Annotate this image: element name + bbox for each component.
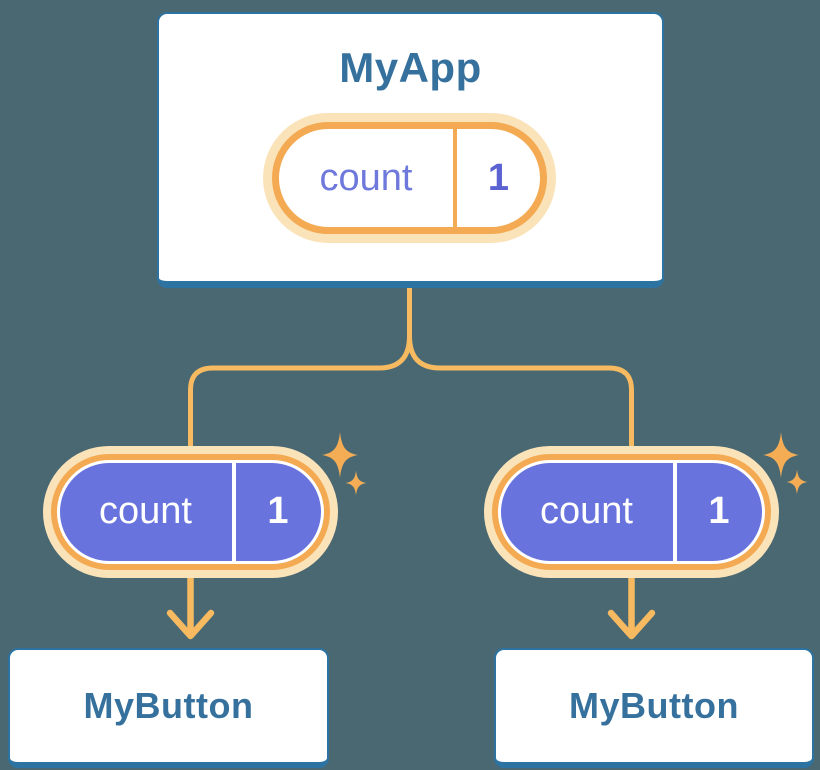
- state-name-label: count: [99, 490, 192, 532]
- state-pill-ring: count 1: [272, 122, 547, 234]
- mybutton-card-right: MyButton: [494, 648, 814, 768]
- mybutton-card-left: MyButton: [8, 648, 329, 768]
- sparkle-icon: [763, 432, 799, 478]
- sparkle-icon: [322, 432, 358, 478]
- myapp-title: MyApp: [339, 44, 482, 91]
- state-pill-child-right: count 1: [484, 446, 779, 578]
- pill-divider: [231, 462, 236, 561]
- state-pill-myapp: count 1: [263, 113, 556, 243]
- sparkle-icon: [786, 469, 808, 495]
- sparkle-icon: [345, 470, 367, 496]
- tree-branch-left: [188, 284, 412, 461]
- state-value-label: 1: [487, 156, 510, 199]
- mybutton-title: MyButton: [569, 685, 739, 726]
- tree-branch-right: [407, 284, 634, 461]
- tree-connector-line: [188, 284, 634, 461]
- state-pill-ring: count 1: [492, 454, 771, 570]
- arrow-down-icon: [166, 609, 215, 640]
- state-name-label: count: [540, 490, 633, 532]
- state-value-label: 1: [708, 490, 730, 532]
- state-pill-ring: count 1: [51, 454, 330, 570]
- arrow-down-icon: [607, 609, 656, 640]
- state-name-label: count: [319, 156, 413, 199]
- pill-divider: [672, 462, 677, 561]
- state-pill-child-left: count 1: [43, 446, 338, 578]
- state-value-label: 1: [267, 490, 289, 532]
- state-pill-fill: count 1: [59, 462, 321, 561]
- state-pill-fill: count 1: [500, 462, 762, 561]
- pill-divider: [453, 129, 457, 227]
- mybutton-title: MyButton: [83, 685, 254, 726]
